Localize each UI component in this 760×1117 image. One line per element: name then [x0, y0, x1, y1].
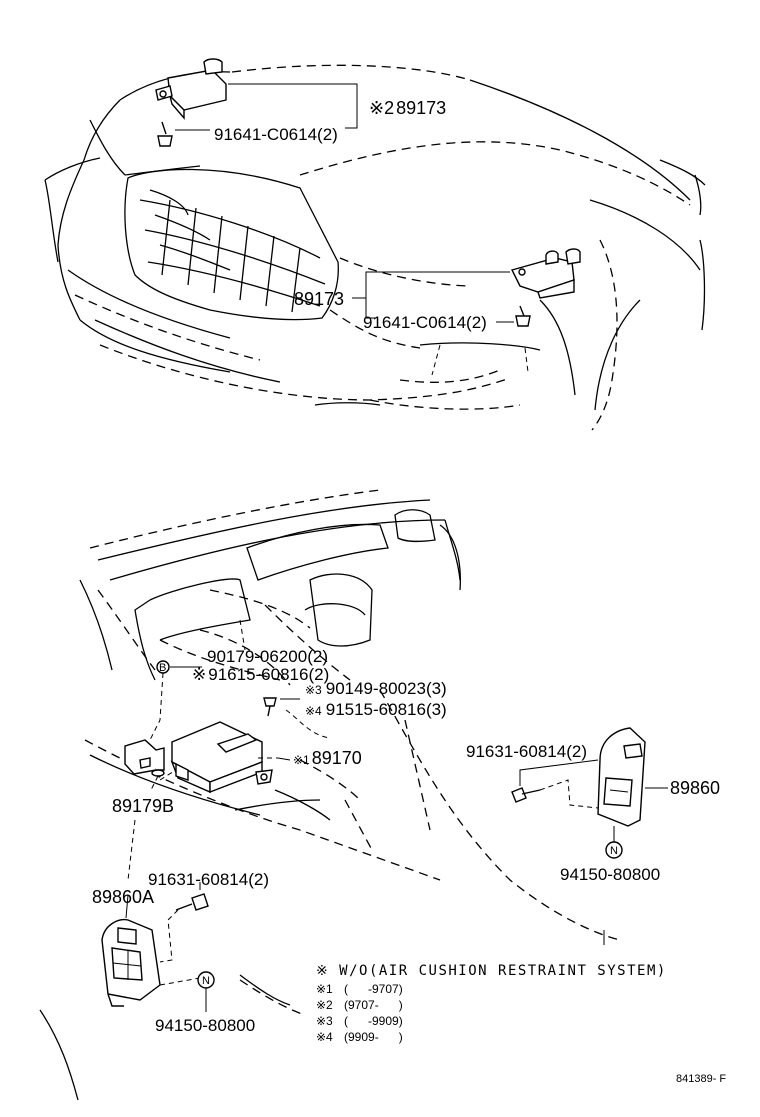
legend-range: ( -9707): [344, 982, 403, 996]
front-sensor-right: [510, 248, 581, 299]
front-sensor-left: [155, 58, 227, 120]
callout-right-sensor: 89173: [294, 289, 344, 309]
legend-mark: ※4: [316, 1030, 333, 1044]
callout-part-number: 91615-60816(2): [208, 665, 329, 684]
callout-part-number: 89173: [396, 98, 446, 118]
vehicle-front-sketch: [44, 64, 706, 431]
callout-connector-89179b: 89179B: [112, 796, 174, 816]
nut-symbol: N: [610, 845, 618, 857]
legend-row: ※2 (9707- ): [316, 998, 403, 1012]
callout-nut-right: 94150-80800: [560, 865, 660, 884]
callout-nut-90179: 90179-06200(2): [207, 647, 328, 666]
callout-mark: ※2: [369, 98, 394, 118]
side-sensor-89860a: [101, 918, 161, 1007]
callout-part-number: 89170: [312, 748, 362, 768]
callout-left-bolt: 91641-C0614(2): [214, 125, 338, 144]
bolt-icon: [157, 121, 173, 147]
airbag-sensor-assembly: [170, 721, 273, 794]
connector-89179b: [124, 739, 165, 777]
callout-mark: ※1: [293, 753, 310, 767]
bolt-icon: [263, 697, 277, 717]
legend-mark: ※1: [316, 982, 333, 996]
nut-icon: N: [605, 841, 623, 859]
side-sensor-89860: [597, 727, 646, 827]
legend-mark: ※3: [316, 1014, 333, 1028]
legend-range: ( -9909): [344, 1014, 403, 1028]
nut-icon: N: [197, 971, 215, 989]
callout-mark: ※4: [305, 704, 322, 718]
legend-range: (9707- ): [344, 998, 403, 1012]
callout-bolt-left: 91631-60814(2): [148, 870, 269, 889]
bolt-icon: [511, 787, 541, 803]
callout-sensor-89860: 89860: [670, 778, 720, 798]
legend-row: ※1 ( -9707): [316, 982, 403, 996]
callout-mark: ※3: [305, 683, 322, 697]
callout-bolt-91615: ※91615-60816(2): [192, 665, 329, 684]
dashboard-sketch: [39, 489, 621, 1101]
washer-icon: B: [156, 660, 170, 674]
legend-heading: ※ W/O(AIR CUSHION RESTRAINT SYSTEM): [316, 963, 667, 979]
bolt-icon: [175, 893, 209, 911]
callout-right-bolt: 91641-C0614(2): [363, 313, 487, 332]
legend-mark: ※2: [316, 998, 333, 1012]
washer-symbol: B: [159, 662, 166, 674]
callout-bolt-91515: ※4 91515-60816(3): [305, 700, 447, 719]
callout-nut-left: 94150-80800: [155, 1016, 255, 1035]
legend-row: ※3 ( -9909): [316, 1014, 403, 1028]
callout-bolt-right: 91631-60814(2): [466, 742, 587, 761]
legend-range: (9909- ): [344, 1030, 403, 1044]
callout-part-number: 91515-60816(3): [326, 700, 447, 719]
legend-row: ※4 (9909- ): [316, 1030, 403, 1044]
callout-sensor-89860a: 89860A: [92, 887, 154, 907]
legend: ※ W/O(AIR CUSHION RESTRAINT SYSTEM) ※1 (…: [316, 963, 667, 1044]
callout-bolt-90149: ※3 90149-80023(3): [305, 679, 447, 698]
diagram-code: 841389- F: [676, 1073, 726, 1085]
bolt-icon: [515, 305, 531, 327]
callout-mark: ※: [192, 665, 206, 684]
nut-symbol: N: [202, 975, 210, 987]
callout-part-number: 90149-80023(3): [326, 679, 447, 698]
